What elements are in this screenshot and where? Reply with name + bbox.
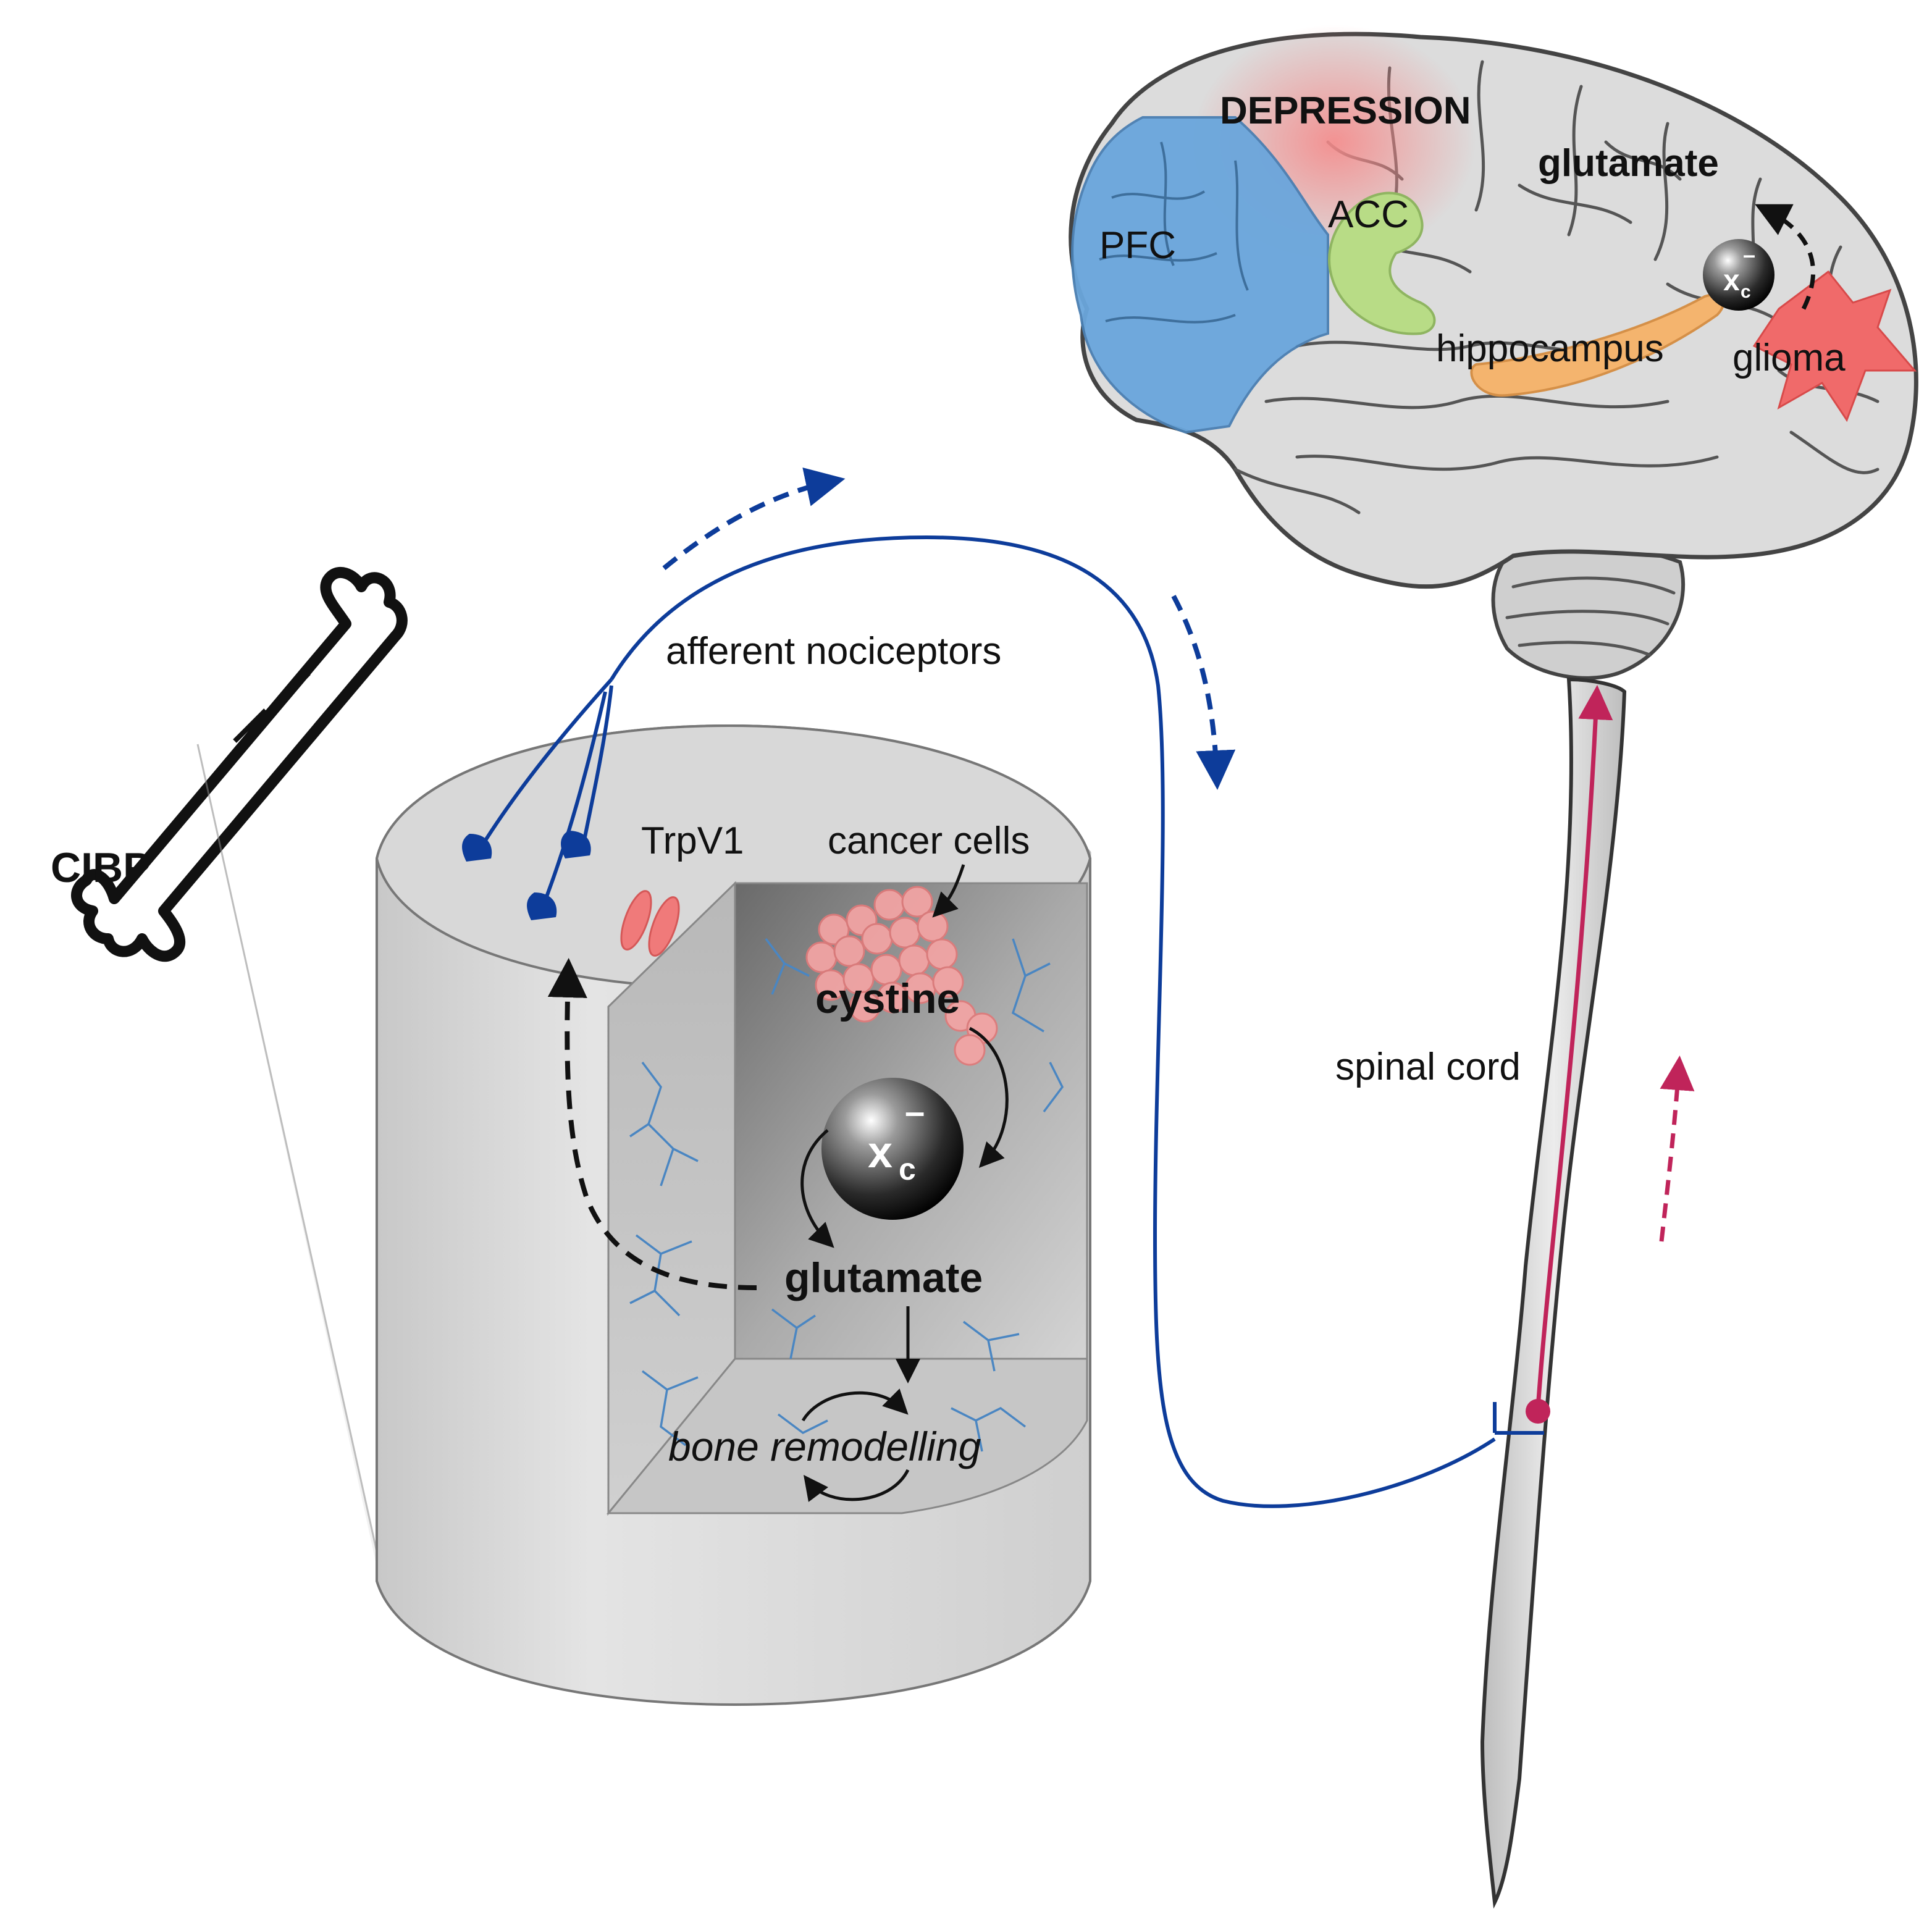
glioma-shape <box>1752 270 1917 422</box>
trpv1-label: TrpV1 <box>641 820 744 862</box>
spinal-cord-label: spinal cord <box>1335 1046 1521 1088</box>
signal-arrow-ascending <box>662 467 846 571</box>
spinal-cord <box>1480 677 1695 1909</box>
cystine-label: cystine <box>815 975 960 1022</box>
afferent-nerve-fiber <box>610 535 1496 1508</box>
glutamate-bone-label: glutamate <box>784 1254 983 1301</box>
trpv1-channels <box>620 890 680 957</box>
depression-label: DEPRESSION <box>1220 90 1471 132</box>
brain-glutamate-arrow <box>1755 204 1816 310</box>
hippocampus-region <box>1470 293 1725 397</box>
pfc-label: PFC <box>1099 224 1176 267</box>
acc-label: ACC <box>1328 193 1409 236</box>
bone-xc-transporter <box>821 1078 964 1220</box>
nociceptor-terminal <box>561 831 591 858</box>
bone-remodelling-label: bone remodelling <box>668 1424 981 1469</box>
bone-icon <box>71 566 408 962</box>
cystine-to-xc-arrow <box>968 1026 1009 1169</box>
cancer-cells-cluster <box>805 886 998 1066</box>
nociceptor-terminal <box>462 834 492 862</box>
cancer-cells-pointer-arrow <box>932 864 965 918</box>
spinal-ascending-pathway <box>1535 685 1613 1409</box>
brain: x c – <box>1069 25 1918 680</box>
cibp-label: CIBP <box>51 844 151 891</box>
brain-xc-sup: – <box>1743 242 1755 267</box>
ascending-signal-arrow <box>1659 1056 1695 1242</box>
pfc-region <box>1071 116 1329 434</box>
afferent-nociceptors-label: afferent nociceptors <box>666 630 1001 673</box>
bone-tissue-cylinder: x c – <box>375 724 1092 1706</box>
remodelling-cycle-top <box>801 1388 909 1422</box>
glutamate-to-nociceptor-arrow <box>547 958 757 1290</box>
brain-xc-transporter <box>1703 239 1774 311</box>
glioma-label: glioma <box>1732 337 1846 379</box>
spinal-cord-shape <box>1480 677 1627 1909</box>
cutaway-floor <box>606 1358 1088 1514</box>
bone-xc-label: x <box>868 1128 892 1177</box>
glutamate-brain-label: glutamate <box>1538 142 1719 185</box>
spinal-synapse-dot <box>1526 1399 1550 1424</box>
cancer-cells-label: cancer cells <box>828 820 1030 862</box>
nociceptor-terminal <box>527 892 557 920</box>
bone-xc-sup: – <box>905 1092 925 1132</box>
blood-vessels <box>629 938 1064 1452</box>
afferent-nociceptor <box>462 467 1544 1508</box>
brain-xc-sub: c <box>1741 282 1751 302</box>
spinal-synapse-terminal <box>1493 1402 1544 1435</box>
bone-xc-sub: c <box>899 1152 916 1186</box>
signal-arrow-descending <box>1171 595 1236 790</box>
hippocampus-label: hippocampus <box>1436 327 1664 370</box>
acc-region <box>1328 191 1436 335</box>
brain-xc-label: x <box>1723 264 1740 297</box>
remodelling-cycle-bottom <box>803 1469 910 1503</box>
xc-to-glutamate-arrow <box>800 1129 834 1248</box>
